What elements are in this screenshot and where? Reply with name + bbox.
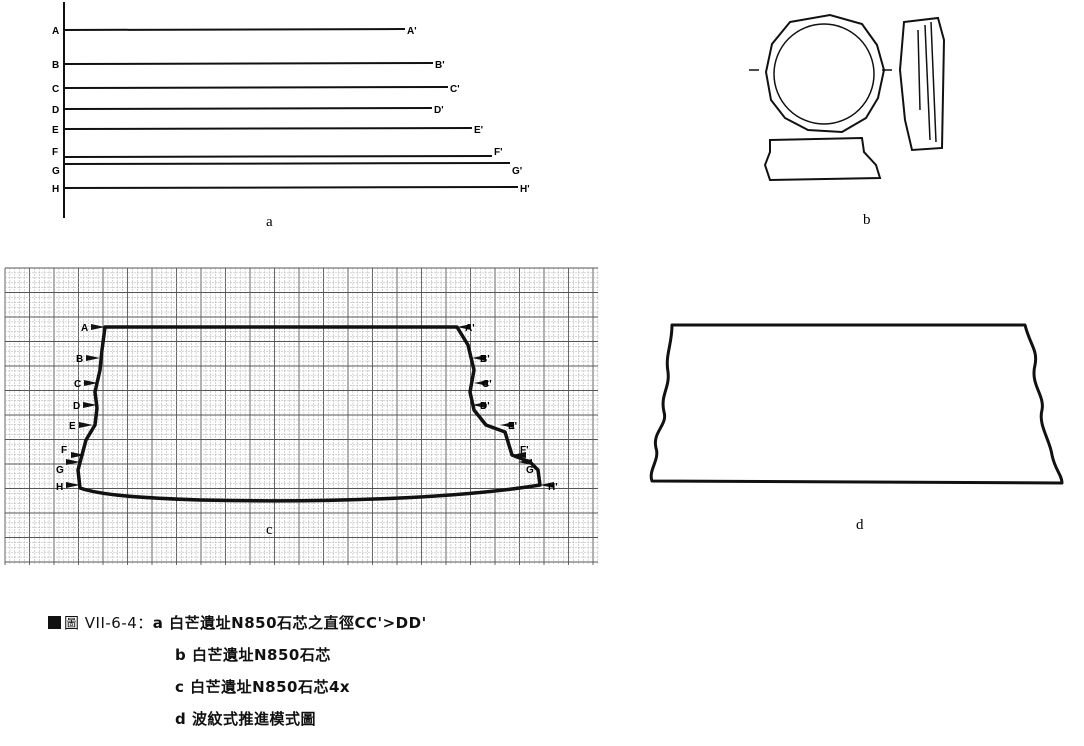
marker-label: C <box>74 379 81 390</box>
marker-label: D' <box>480 401 490 412</box>
line-start-label: F <box>52 147 58 158</box>
caption-figure-number: 圖 VII-6-4： <box>64 614 153 632</box>
diameter-line-F <box>63 155 493 158</box>
line-start-label: H <box>52 184 59 195</box>
line-end-label: F' <box>494 147 503 158</box>
marker-label: H <box>56 482 63 493</box>
line-end-label: C' <box>450 84 460 95</box>
panel-c-graph-paper-grid <box>4 267 599 565</box>
core-side-striations <box>917 21 937 143</box>
panel-c-measurement-markers: A B CDE FGH A' B' C' D' E' F' G' H' <box>56 323 558 493</box>
panel-d-wave-advance-model-outline <box>649 323 1064 485</box>
panel-b-label: b <box>863 212 871 228</box>
line-start-label: E <box>52 125 59 136</box>
marker-arrow-A <box>91 324 105 330</box>
diameter-line-D <box>63 107 433 110</box>
marker-arrow-B <box>86 355 100 361</box>
marker-arrow-C <box>84 380 98 386</box>
marker-arrow-right <box>474 380 488 386</box>
panel-d-label: d <box>856 517 864 533</box>
marker-arrow-right <box>512 452 526 458</box>
line-end-label: H' <box>520 184 530 195</box>
marker-label: H' <box>548 482 558 493</box>
caption-line-a: 圖 VII-6-4：a 白芒遺址N850石芯之直徑CC'>DD' <box>48 612 427 633</box>
panel-a-diameter-lines: A A' B B' C C' D D' E E' F F' G G' H H' <box>52 2 530 218</box>
diameter-line-B <box>63 62 434 65</box>
marker-label: G <box>56 465 64 476</box>
marker-label: G' <box>526 465 536 476</box>
line-end-label: A' <box>407 26 417 37</box>
marker-arrow-right <box>457 324 471 330</box>
marker-arrow-right <box>518 459 532 465</box>
caption-line-c: c 白芒遺址N850石芯4x <box>175 678 351 696</box>
caption-line-d: d 波紋式推進模式圖 <box>175 710 316 728</box>
core-profile-view-outline <box>763 136 882 182</box>
marker-label: B <box>76 354 83 365</box>
diameter-line-G <box>63 162 511 165</box>
caption-text-a: a 白芒遺址N850石芯之直徑CC'>DD' <box>152 614 427 632</box>
line-start-label: D <box>52 105 59 116</box>
marker-arrow-right <box>540 482 554 488</box>
core-inner-circle <box>773 23 875 125</box>
diameter-line-C <box>63 86 449 89</box>
panel-b-stone-core-drawing <box>749 13 946 182</box>
line-start-label: G <box>52 166 60 177</box>
line-start-label: C <box>52 84 59 95</box>
caption-line-b: b 白芒遺址N850石芯 <box>175 646 331 664</box>
line-end-label: D' <box>434 105 444 116</box>
marker-label: D <box>73 401 80 412</box>
marker-arrow-D <box>83 402 97 408</box>
core-side-view-outline <box>898 16 946 152</box>
marker-arrow-right <box>472 402 486 408</box>
marker-arrow-G <box>66 459 80 465</box>
marker-arrow-F <box>71 452 85 458</box>
marker-label: F <box>61 445 67 456</box>
panel-c-label: c <box>266 522 273 538</box>
marker-arrow-H <box>66 482 80 488</box>
line-start-label: B <box>52 60 59 71</box>
marker-label: F' <box>520 445 529 456</box>
line-end-label: E' <box>474 125 483 136</box>
marker-label: E <box>69 421 76 432</box>
marker-label: E' <box>508 421 517 432</box>
marker-arrow-right <box>500 422 514 428</box>
core-top-view-outline <box>764 13 886 134</box>
panel-a-label: a <box>266 214 273 230</box>
diameter-line-A <box>63 28 406 31</box>
marker-label: A' <box>465 323 475 334</box>
marker-arrow-right <box>472 355 486 361</box>
line-end-label: G' <box>512 166 522 177</box>
diameter-line-H <box>63 186 519 189</box>
diameter-line-E <box>63 127 473 130</box>
caption-glyph-block-icon <box>48 616 61 629</box>
marker-label: A <box>81 323 88 334</box>
marker-label: C' <box>482 379 492 390</box>
line-end-label: B' <box>435 60 445 71</box>
marker-arrow-E <box>79 422 93 428</box>
line-start-label: A <box>52 26 59 37</box>
marker-label: B' <box>480 354 490 365</box>
